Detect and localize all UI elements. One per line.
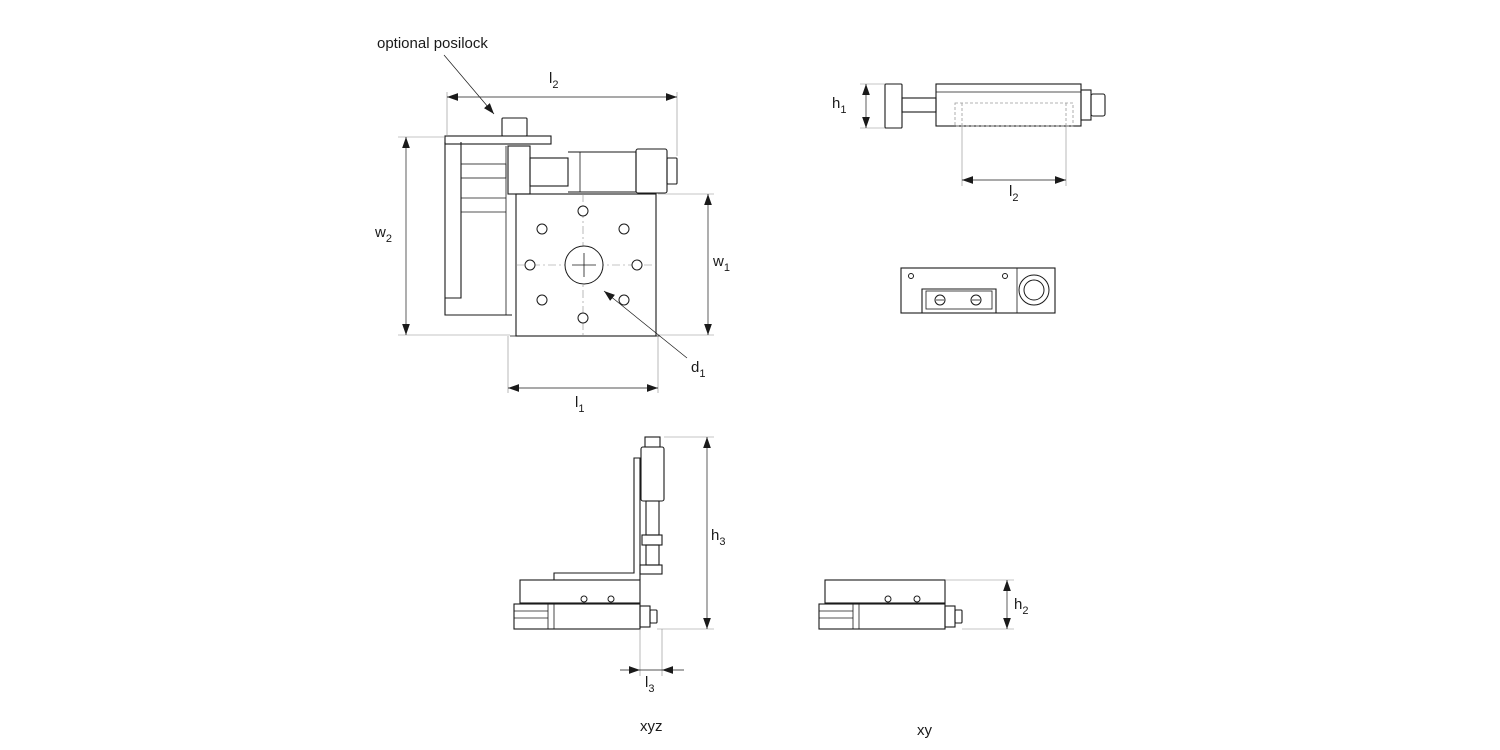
top-view [398,54,714,393]
label-l3: l3 [645,674,654,695]
caption-xyz: xyz [640,718,663,735]
label-l2-right: l2 [1009,183,1018,204]
label-h1: h1 [832,95,846,116]
label-h2: h2 [1014,596,1028,617]
label-l1: l1 [575,394,584,415]
label-optional-posilock: optional posilock [377,35,488,52]
label-h3: h3 [711,527,725,548]
caption-xy: xy [917,722,933,739]
front-view [900,267,1056,314]
label-l2-top: l2 [549,70,558,91]
label-d1: d1 [691,359,705,380]
label-w1: w1 [712,253,730,274]
xy-side-view [818,579,1014,630]
label-w2: w2 [374,224,392,245]
side-view-micrometer [860,83,1106,186]
xyz-side-view [513,436,714,676]
